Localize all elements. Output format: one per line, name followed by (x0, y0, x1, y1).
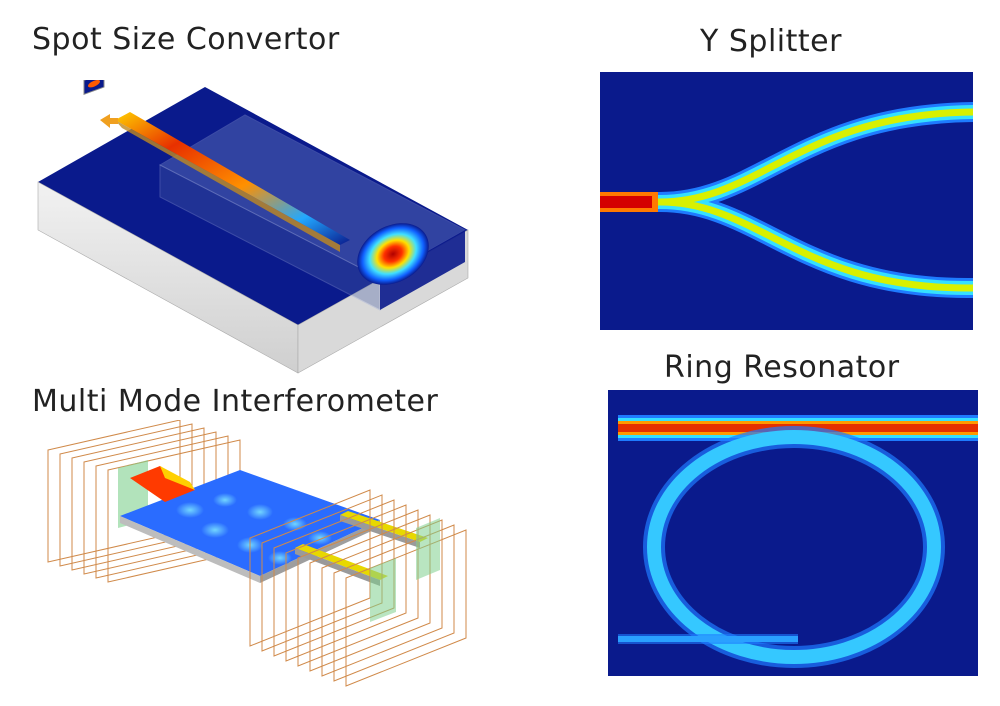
ring (647, 430, 941, 664)
drop-waveguide (618, 636, 798, 642)
y-splitter-plot (600, 72, 973, 330)
taper-waveguide (115, 112, 350, 245)
lower-branch (600, 198, 973, 292)
ring-resonator-plot (608, 390, 978, 676)
right-port-fill-lower (370, 558, 396, 622)
upper-branch (600, 108, 973, 206)
multi-mode-interferometer-title: Multi Mode Interferometer (32, 384, 439, 419)
ring-resonator-title: Ring Resonator (664, 350, 900, 385)
mmi-figure (40, 420, 480, 705)
spot-size-convertor-title: Spot Size Convertor (32, 22, 340, 57)
input-arrow-icon (100, 114, 118, 128)
output-mode-spot (357, 223, 429, 285)
mmi-input-waveguide (130, 466, 195, 502)
spot-size-convertor-figure (30, 80, 480, 380)
output-face (380, 230, 465, 310)
right-port-fill-upper (416, 518, 440, 580)
y-splitter-title: Y Splitter (700, 24, 842, 59)
